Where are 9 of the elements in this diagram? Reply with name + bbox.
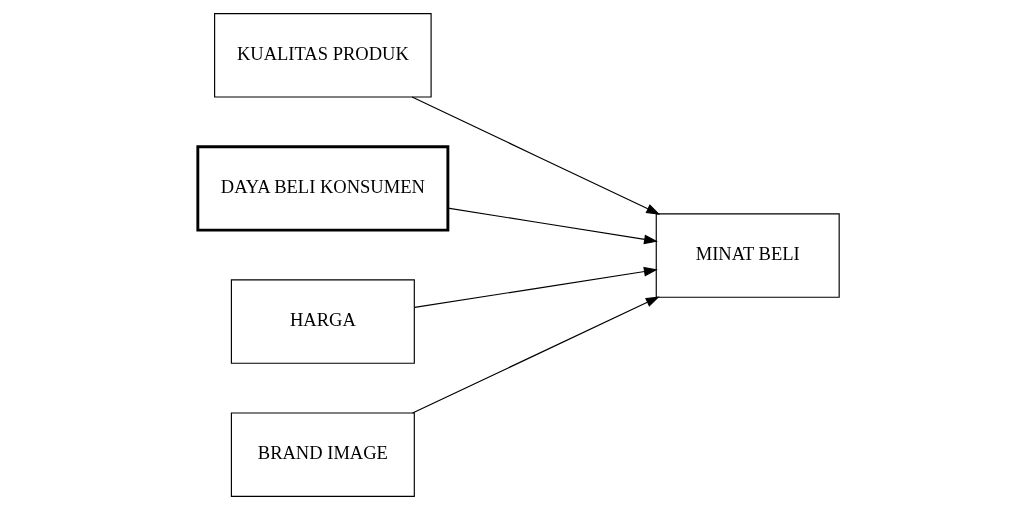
arrow xyxy=(411,296,660,414)
arrow xyxy=(413,266,658,308)
node-box: HARGA xyxy=(230,278,415,364)
arrow xyxy=(411,95,660,215)
node-box: MINAT BELI xyxy=(655,212,840,298)
node-box: BRAND IMAGE xyxy=(230,411,415,497)
node-box: DAYA BELI KONSUMEN xyxy=(195,144,449,232)
node-box: KUALITAS PRODUK xyxy=(213,12,432,98)
arrow xyxy=(446,207,658,244)
